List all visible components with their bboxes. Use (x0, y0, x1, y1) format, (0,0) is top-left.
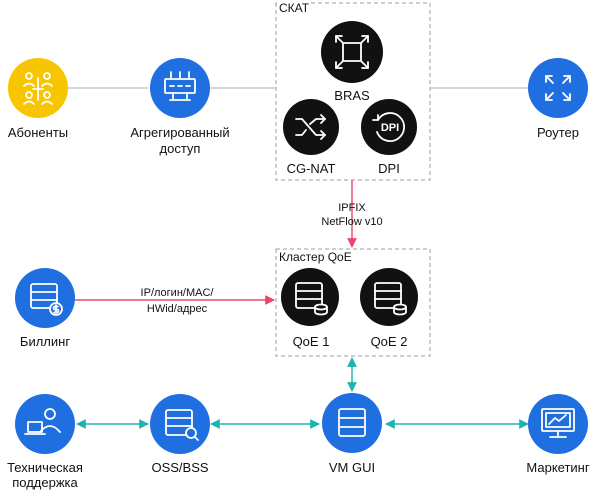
ipfix-label-line1: IPFIX (338, 202, 366, 214)
expand-arrows-icon (335, 35, 369, 69)
router-icon (545, 75, 571, 101)
oss-node[interactable] (150, 394, 210, 454)
qoe-cluster-box (275, 248, 431, 357)
storage-icon (374, 282, 407, 316)
storage-icon (295, 282, 328, 316)
bras-node[interactable] (321, 21, 383, 83)
ipfix-label-line2: NetFlow v10 (321, 216, 383, 228)
billing-edge-label-line2: HWid/адрес (146, 303, 208, 315)
aggregated-label-line2: доступ (159, 141, 201, 156)
shuffle-icon (295, 114, 326, 140)
skat-group-title: СКАТ (277, 1, 312, 15)
cgnat-label: CG-NAT (286, 161, 336, 176)
support-label-line2: поддержка (12, 475, 78, 490)
billing-label: Биллинг (19, 334, 71, 349)
qoe2-label: QoE 2 (370, 334, 408, 349)
qoe1-label: QoE 1 (292, 334, 330, 349)
aggregated-access-node[interactable] (150, 58, 210, 118)
support-label-line1: Техническая (7, 460, 83, 475)
billing-edge-label-line1: IP/логин/MAC/ (140, 287, 214, 299)
bras-label: BRAS (334, 88, 370, 103)
billing-node[interactable] (15, 268, 75, 328)
dpi-label: DPI (378, 161, 400, 176)
marketing-node[interactable] (528, 394, 588, 454)
dpi-icon-text: DPI (381, 122, 399, 134)
support-icon (24, 408, 61, 435)
cgnat-node[interactable] (283, 99, 339, 155)
qoe2-node[interactable] (360, 268, 418, 326)
aggregated-label-line1: Агрегированный (130, 125, 230, 140)
router-node[interactable] (528, 58, 588, 118)
oss-icon (165, 409, 199, 441)
billing-icon (30, 283, 63, 316)
support-node[interactable] (15, 394, 75, 454)
qoe-cluster-title: Кластер QoE (277, 250, 354, 264)
people-network-icon (23, 72, 53, 105)
skat-group-box (275, 2, 431, 181)
vmgui-node[interactable] (322, 393, 382, 453)
marketing-label: Маркетинг (526, 460, 590, 475)
switch-icon (164, 71, 196, 101)
oss-label: OSS/BSS (151, 460, 209, 475)
vmgui-label: VM GUI (328, 460, 376, 475)
dpi-icon: DPI (372, 112, 405, 142)
monitor-icon (541, 408, 575, 438)
subscribers-node[interactable] (8, 58, 68, 118)
router-label: Роутер (537, 125, 579, 140)
table-icon (338, 408, 366, 437)
subscribers-label: Абоненты (7, 125, 69, 140)
dpi-node[interactable]: DPI (361, 99, 417, 155)
qoe1-node[interactable] (281, 268, 339, 326)
